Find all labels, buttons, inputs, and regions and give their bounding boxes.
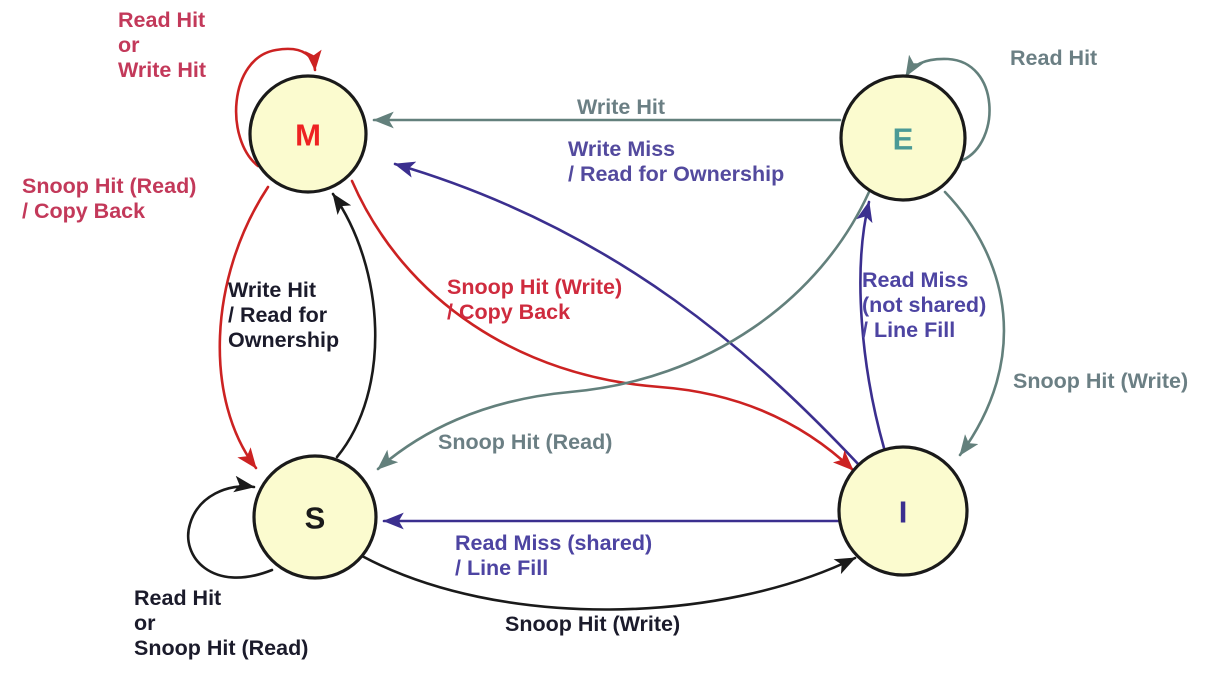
edge-label-e-self: Read Hit xyxy=(1010,46,1098,70)
edge-label-i-to-e: Read Miss (not shared) / Line Fill xyxy=(862,268,987,342)
state-node-m[interactable]: M xyxy=(248,74,368,194)
state-label-m: M xyxy=(295,118,321,153)
state-circle-e[interactable] xyxy=(839,74,967,202)
edge-label-e-to-i: Snoop Hit (Write) xyxy=(1013,369,1189,393)
edge-label-m-to-s: Snoop Hit (Read) / Copy Back xyxy=(22,174,197,223)
edge-label-m-to-i: Snoop Hit (Write) / Copy Back xyxy=(447,275,623,324)
edge-label-s-to-m: Write Hit / Read for Ownership xyxy=(228,278,340,352)
edge-label-e-to-m: Write Hit xyxy=(577,95,665,119)
edge-e-self-loop xyxy=(904,54,991,162)
edge-m-to-i xyxy=(350,179,855,472)
state-circle-s[interactable] xyxy=(252,454,378,580)
edge-m-to-s xyxy=(218,185,270,470)
state-node-s[interactable]: S xyxy=(252,454,378,580)
state-label-i: I xyxy=(899,495,908,530)
edge-label-i-to-m: Write Miss / Read for Ownership xyxy=(568,137,785,186)
edge-s-self-loop xyxy=(187,475,274,579)
edge-i-to-e xyxy=(856,200,886,450)
state-node-i[interactable]: I xyxy=(837,445,969,577)
state-label-s: S xyxy=(305,501,326,536)
edge-label-s-to-i: Snoop Hit (Write) xyxy=(505,612,681,636)
edge-s-to-i xyxy=(360,554,857,611)
edge-i-to-m xyxy=(393,161,862,468)
edge-s-to-m xyxy=(331,192,377,459)
state-circle-i[interactable] xyxy=(837,445,969,577)
state-label-e: E xyxy=(893,122,914,157)
edge-m-self-loop xyxy=(234,47,322,168)
edge-label-m-self: Read Hit or Write Hit xyxy=(118,8,206,82)
edge-e-to-s xyxy=(376,190,871,471)
edge-label-e-to-s: Snoop Hit (Read) xyxy=(438,430,613,454)
edge-e-to-i xyxy=(943,190,1006,457)
edge-label-s-self: Read Hit or Snoop Hit (Read) xyxy=(134,586,309,660)
state-node-e[interactable]: E xyxy=(839,74,967,202)
edge-label-i-to-s: Read Miss (shared) / Line Fill xyxy=(455,531,653,580)
state-circle-m[interactable] xyxy=(248,74,368,194)
